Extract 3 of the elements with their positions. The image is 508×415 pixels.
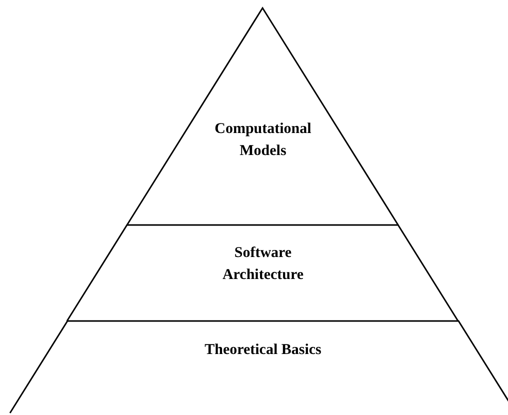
tier-label: Theoretical Basics bbox=[204, 341, 322, 360]
tier-label: Computational Models bbox=[214, 120, 312, 161]
tier-label: Software Architecture bbox=[221, 244, 305, 285]
